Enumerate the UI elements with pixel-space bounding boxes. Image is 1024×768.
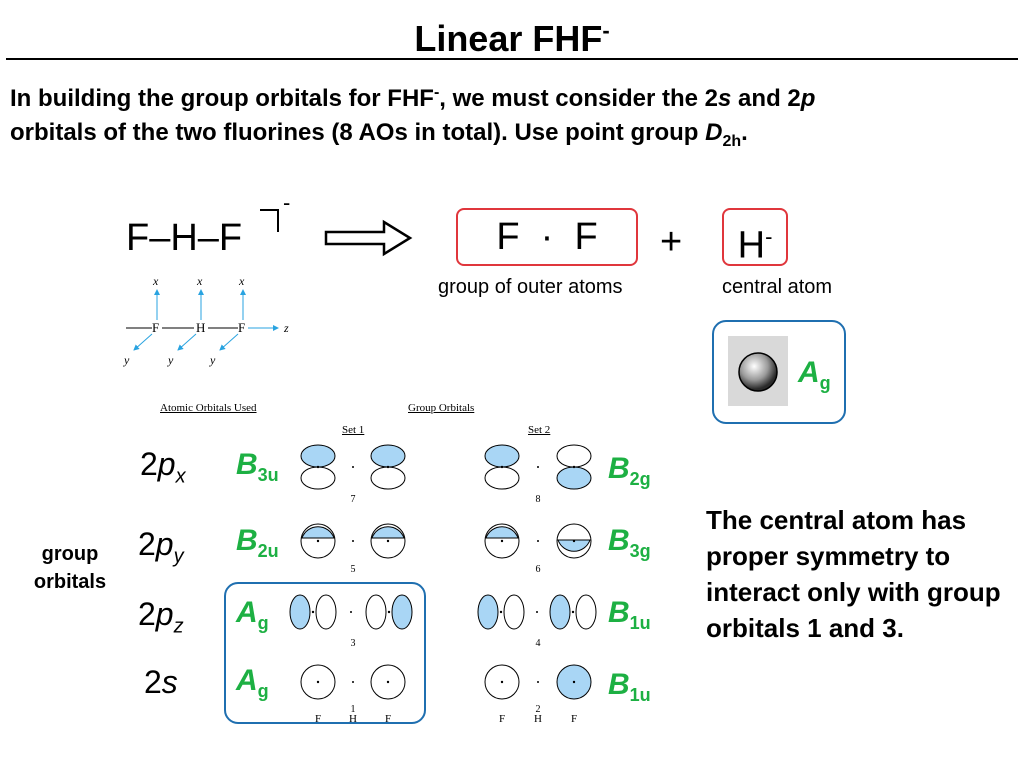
plus-sign: + [660,221,683,263]
py-lobe-shaded [371,526,405,539]
py-orbital-outline [484,523,520,559]
axis-x-label: x [152,274,159,288]
outer-atoms-box: F · F [456,208,638,266]
bottom-atom-label: H [534,713,542,725]
group-orbital-number: 6 [536,564,541,575]
group-orbital-number: 7 [351,494,356,505]
molecule-formula: F–H–F [126,217,243,259]
px-lobe-top [370,444,406,468]
py-orbital-outline [556,523,592,559]
orbital-label-2pz: 2pz [138,596,184,638]
orbital-diagram: 7 8 5 6 3 4 1 2 F H F F H F [289,444,597,725]
orbital-label-2s: 2s [144,664,178,700]
bracket-charge-icon: - [260,196,290,232]
axis-x-label: x [196,274,203,288]
atom-label: F [238,320,245,335]
outer-atoms-caption: group of outer atoms [438,276,623,298]
py-lobe-shaded [557,539,591,552]
py-lobe-shaded [485,526,519,539]
px-lobe-top [484,444,520,468]
py-lobe-shaded [301,526,335,539]
atom-label: F [152,320,159,335]
pz-lobe [549,594,571,630]
pz-lobe [575,594,597,630]
bottom-atom-label: H [349,713,357,725]
pz-lobe [503,594,525,630]
pz-lobe [289,594,311,630]
header-group-orbitals: Group Orbitals [408,402,475,414]
group-orbital-number: 4 [536,638,541,649]
axis-x-label: x [238,274,245,288]
px-lobe-top [300,444,336,468]
interacting-orbitals-box [224,582,426,724]
central-atom-label: H- [737,224,773,267]
header-set2: Set 2 [528,424,551,436]
symmetry-label-set2: B1u [608,596,651,633]
intro-text: In building the group orbitals for FHF-,… [10,84,816,150]
bottom-atom-label: F [315,713,321,725]
axis-y-label: y [209,353,216,367]
symmetry-label-set2: B2g [608,452,651,489]
pz-lobe [365,594,387,630]
outer-atoms-label: F · F [496,216,598,258]
header-set1: Set 1 [342,424,365,436]
symmetry-label-set1: B3u [236,448,279,485]
group-orbital-number: 8 [536,494,541,505]
atom-label: H [196,320,205,335]
symmetry-label-set2: B1u [608,668,651,705]
orbital-label-2px: 2px [140,446,186,488]
group-orbital-number: 3 [351,638,356,649]
group-orbitals-label: group orbitals [33,543,107,593]
axis-z-label: z [283,321,289,335]
central-symmetry-label: Ag [798,356,831,393]
central-atom-caption: central atom [722,276,833,298]
s-orbital-sphere-icon [738,352,778,392]
px-lobe-top [556,444,592,468]
pz-lobe [315,594,337,630]
bottom-atom-label: F [499,713,505,725]
symmetry-label-set1: Ag [236,596,269,633]
symmetry-label-set1: B2u [236,524,279,561]
central-atom-note: The central atom has proper symmetry to … [706,505,1001,643]
slide-title: Linear FHF- [414,18,610,59]
px-lobe-bottom [556,466,592,490]
group-orbital-number: 5 [351,564,356,575]
bottom-atom-label: F [571,713,577,725]
axis-y-label: y [123,353,130,367]
reaction-arrow-icon [324,219,413,257]
svg-text:-: - [283,196,290,215]
orbital-label-2py: 2py [138,526,184,568]
pz-lobe [477,594,499,630]
group-orbital-number: 1 [351,704,356,715]
central-symmetry-box: Ag [712,320,846,424]
px-lobe-bottom [370,466,406,490]
axis-y-label: y [167,353,174,367]
title-divider [6,58,1018,60]
axes-figure: x x x y y y z F H F [123,274,289,367]
pz-lobe [391,594,413,630]
central-atom-box: H- [722,208,788,267]
bottom-atom-label: F [385,713,391,725]
symmetry-label-set2: B3g [608,524,651,561]
px-lobe-bottom [300,466,336,490]
px-lobe-bottom [484,466,520,490]
py-orbital-outline [370,523,406,559]
group-orbital-number: 2 [536,704,541,715]
py-orbital-outline [300,523,336,559]
symmetry-label-set1: Ag [236,664,269,701]
header-atomic-orbitals: Atomic Orbitals Used [160,402,257,414]
